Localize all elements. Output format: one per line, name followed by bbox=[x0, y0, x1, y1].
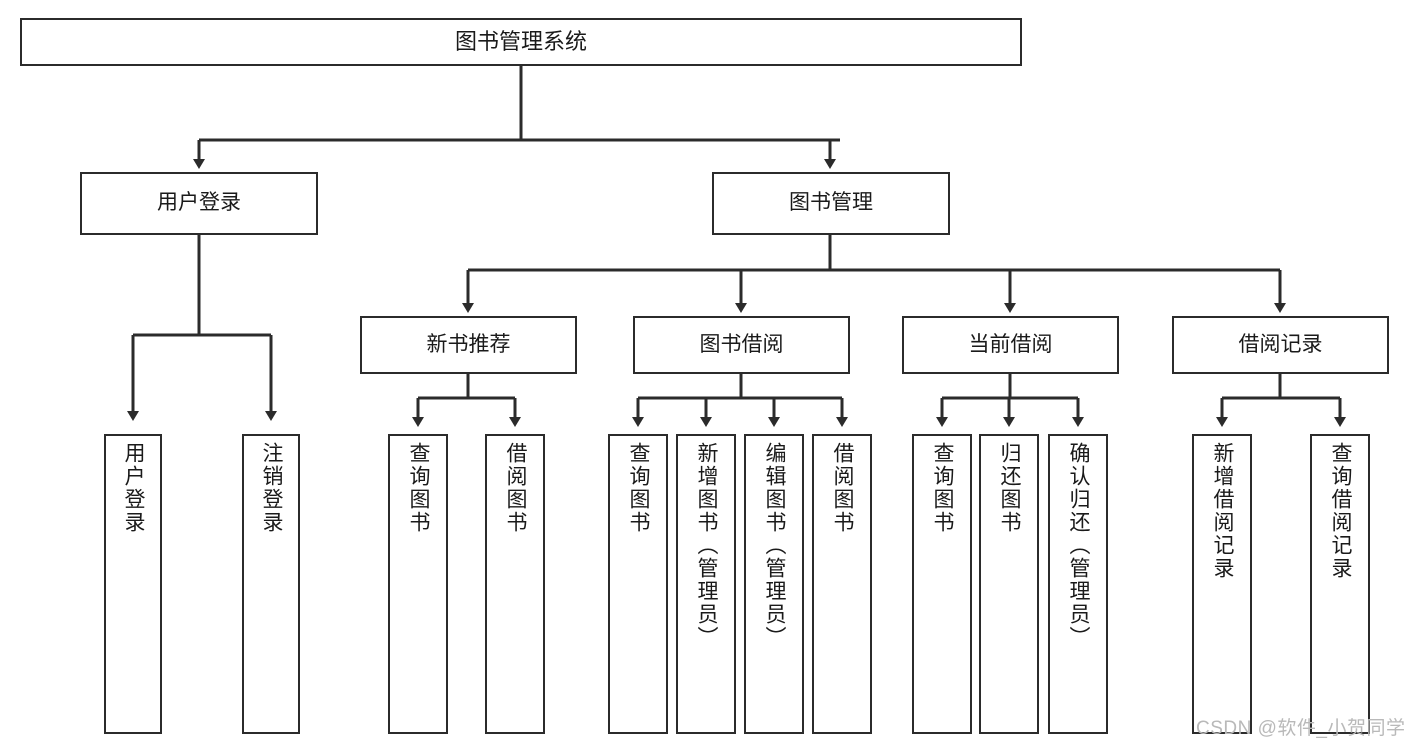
leaf-br-add-record[interactable]: 新增借阅记录 bbox=[1192, 434, 1252, 734]
leaf-bb-borrow-book[interactable]: 借阅图书 bbox=[812, 434, 872, 734]
node-user-login[interactable]: 用户登录 bbox=[80, 172, 318, 235]
node-label: 借阅图书 bbox=[504, 442, 528, 534]
node-label: 查询图书 bbox=[627, 442, 651, 534]
node-label: 归还图书 bbox=[998, 442, 1022, 534]
node-label: 新增借阅记录 bbox=[1211, 442, 1235, 580]
node-label: 查询借阅记录 bbox=[1329, 442, 1353, 580]
node-label: 用户登录 bbox=[157, 191, 241, 215]
node-label: 借阅图书 bbox=[831, 442, 855, 534]
node-label: 查询图书 bbox=[931, 442, 955, 534]
node-label: 用户登录 bbox=[122, 442, 146, 534]
leaf-nb-borrow-book[interactable]: 借阅图书 bbox=[485, 434, 545, 734]
leaf-cb-query-book[interactable]: 查询图书 bbox=[912, 434, 972, 734]
node-label: 查询图书 bbox=[407, 442, 431, 534]
leaf-bb-add-book-admin[interactable]: 新增图书（管理员） bbox=[676, 434, 736, 734]
node-label: 注销登录 bbox=[260, 442, 284, 534]
node-borrow-record[interactable]: 借阅记录 bbox=[1172, 316, 1389, 374]
node-root-book-management-system[interactable]: 图书管理系统 bbox=[20, 18, 1022, 66]
leaf-logout[interactable]: 注销登录 bbox=[242, 434, 300, 734]
leaf-cb-return-book[interactable]: 归还图书 bbox=[979, 434, 1039, 734]
node-label: 新增图书（管理员） bbox=[695, 442, 719, 649]
leaf-nb-query-book[interactable]: 查询图书 bbox=[388, 434, 448, 734]
leaf-cb-confirm-return-admin[interactable]: 确认归还（管理员） bbox=[1048, 434, 1108, 734]
leaf-bb-query-book[interactable]: 查询图书 bbox=[608, 434, 668, 734]
node-label: 借阅记录 bbox=[1238, 332, 1323, 356]
leaf-br-query-record[interactable]: 查询借阅记录 bbox=[1310, 434, 1370, 734]
node-book-borrow[interactable]: 图书借阅 bbox=[633, 316, 850, 374]
csdn-watermark: CSDN @软件_小贺同学 bbox=[1196, 718, 1405, 739]
node-label: 当前借阅 bbox=[968, 332, 1053, 356]
node-new-book-recommend[interactable]: 新书推荐 bbox=[360, 316, 577, 374]
node-label: 确认归还（管理员） bbox=[1067, 442, 1091, 649]
node-book-management[interactable]: 图书管理 bbox=[712, 172, 950, 235]
node-current-borrow[interactable]: 当前借阅 bbox=[902, 316, 1119, 374]
node-label: 图书管理系统 bbox=[454, 29, 587, 55]
node-label: 图书借阅 bbox=[699, 332, 784, 356]
node-label: 编辑图书（管理员） bbox=[763, 442, 787, 649]
node-label: 图书管理 bbox=[789, 191, 873, 215]
leaf-bb-edit-book-admin[interactable]: 编辑图书（管理员） bbox=[744, 434, 804, 734]
leaf-user-login[interactable]: 用户登录 bbox=[104, 434, 162, 734]
node-label: 新书推荐 bbox=[426, 332, 511, 356]
